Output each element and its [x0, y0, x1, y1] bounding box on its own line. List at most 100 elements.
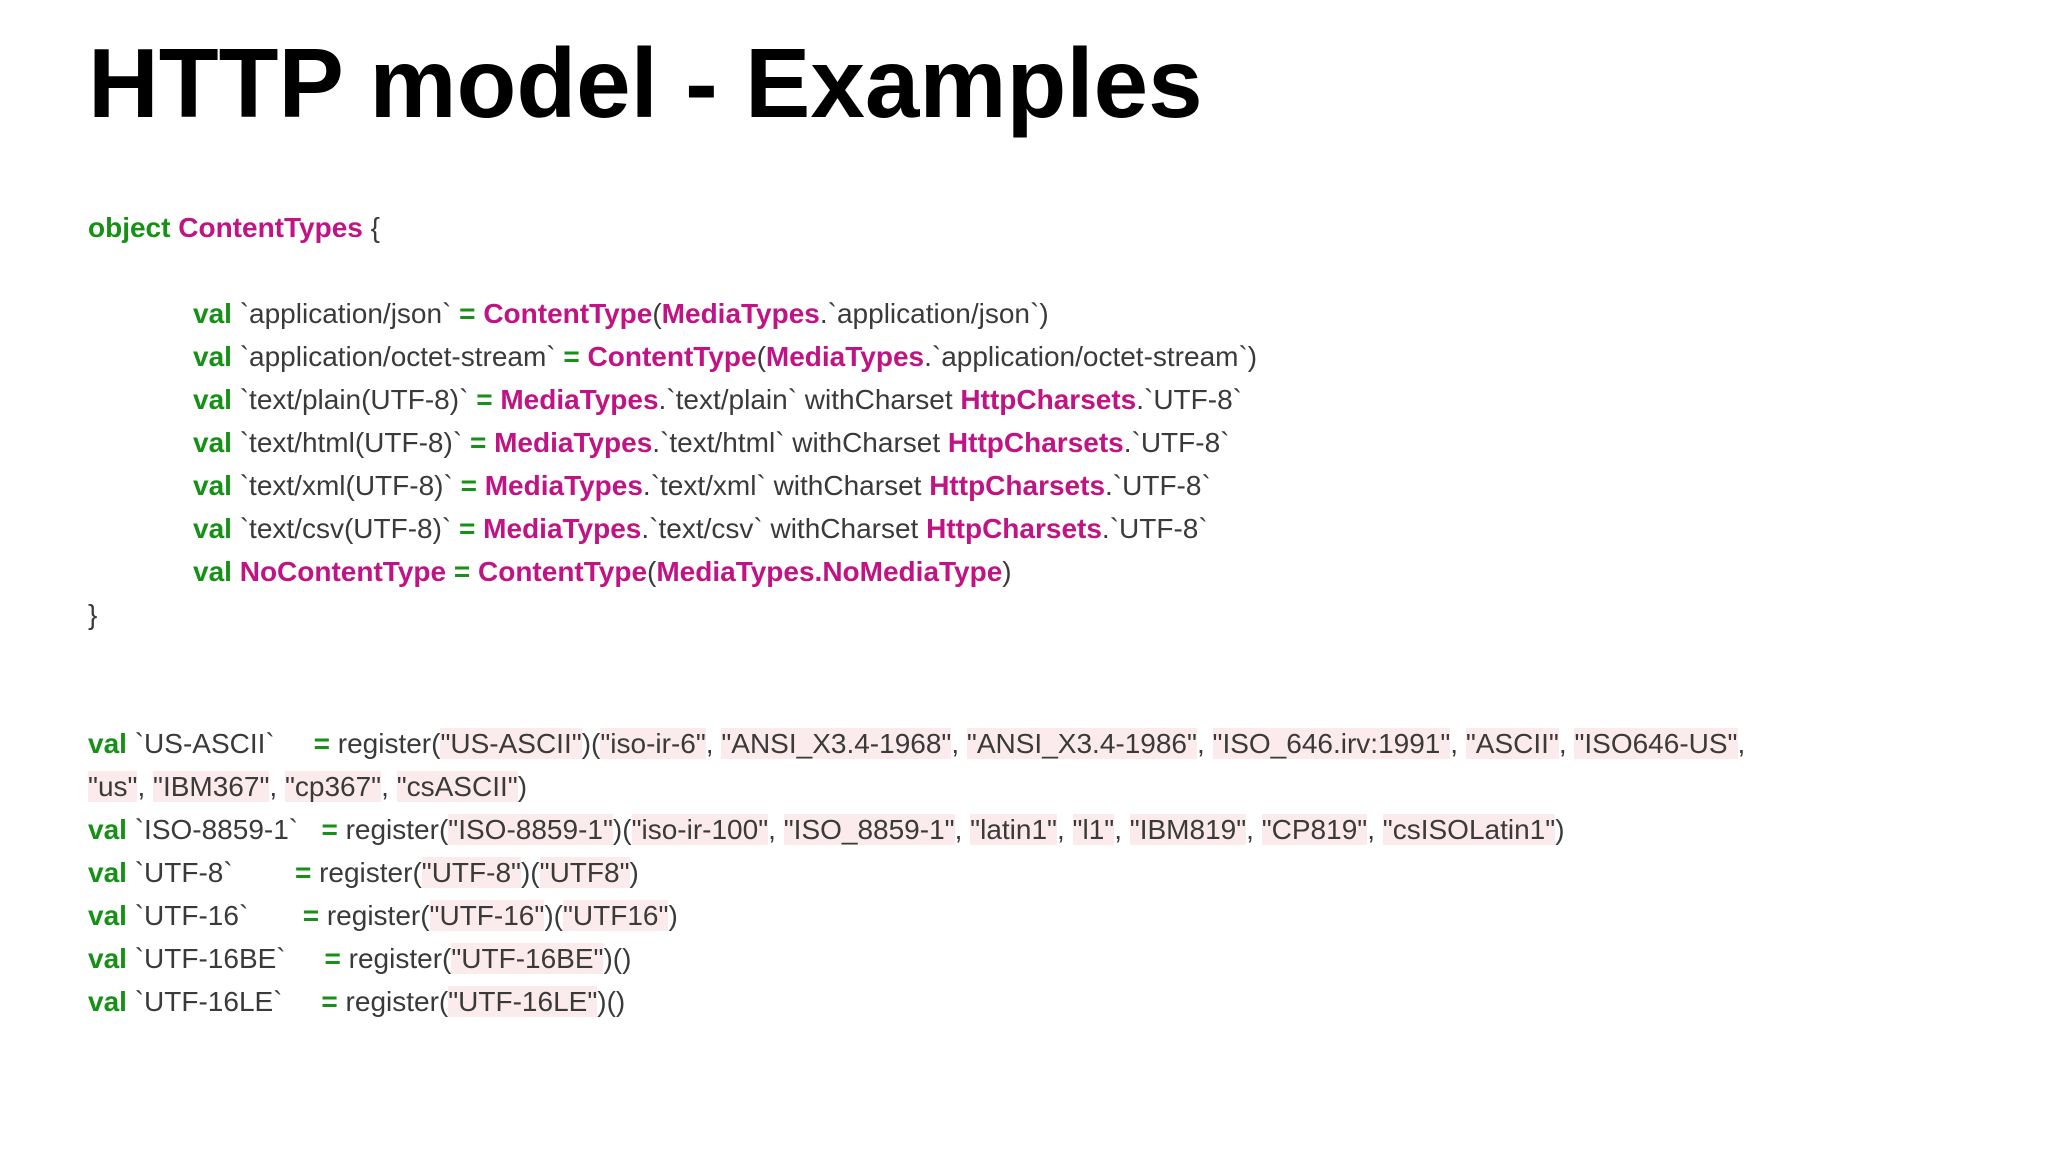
code-token-str: "ANSI_X3.4-1968" — [721, 728, 952, 759]
code-token-plain: `UTF-16LE` — [126, 986, 322, 1017]
code-token-str: "IBM367" — [153, 771, 270, 802]
code-token-plain: , — [1558, 728, 1575, 759]
code-token-plain: `UTF-16` — [126, 900, 303, 931]
code-token-type: MediaTypes.NoMediaType — [656, 556, 1003, 587]
code-token-plain: `text/html(UTF-8)` — [231, 427, 470, 458]
code-line: val `UTF-16BE` = register("UTF-16BE")() — [88, 937, 1998, 980]
code-token-kw: = — [313, 728, 330, 759]
code-token-str: "ISO-8859-1" — [448, 814, 613, 845]
code-token-str: "csISOLatin1" — [1382, 814, 1556, 845]
code-token-plain: , — [1450, 728, 1466, 759]
code-line: object ContentTypes { — [88, 206, 1998, 249]
code-token-type: HttpCharsets — [947, 427, 1124, 458]
code-token-type: MediaTypes — [483, 513, 642, 544]
code-token-plain: register( — [337, 814, 449, 845]
slide-title: HTTP model - Examples — [88, 28, 1203, 138]
code-line: val `application/json` = ContentType(Med… — [88, 292, 1998, 335]
code-token-kw: val — [88, 986, 127, 1017]
code-token-kw: = — [563, 341, 580, 372]
code-token-str: "UTF-16" — [429, 900, 545, 931]
code-token-type: ContentType — [587, 341, 757, 372]
code-token-plain: `text/xml(UTF-8)` — [231, 470, 461, 501]
code-token-kw: val — [193, 298, 232, 329]
code-token-kw: = — [453, 556, 471, 587]
code-token-plain: )( — [612, 814, 632, 845]
code-token-kw: = — [460, 470, 477, 501]
code-token-kw: val — [88, 814, 127, 845]
code-token-plain: { — [362, 212, 380, 243]
code-token-plain: , — [954, 814, 971, 845]
code-token-plain: .`application/octet-stream`) — [924, 341, 1258, 372]
code-token-type: ContentType — [483, 298, 653, 329]
code-token-type: MediaTypes — [661, 298, 820, 329]
code-token-str: "ASCII" — [1465, 728, 1559, 759]
code-token-str: "UTF-8" — [421, 857, 521, 888]
code-token-kw: = — [469, 427, 487, 458]
code-token-str: "l1" — [1072, 814, 1115, 845]
code-token-str: "UTF-16BE" — [451, 943, 604, 974]
code-line: val `UTF-8` = register("UTF-8")("UTF8") — [88, 851, 1998, 894]
code-token-plain — [470, 556, 478, 587]
code-token-plain: register( — [319, 900, 430, 931]
code-block-charset-registrations: val `US-ASCII` = register("US-ASCII")("i… — [88, 722, 1998, 1023]
code-token-plain: `application/octet-stream` — [231, 341, 564, 372]
code-token-str: "ISO_8859-1" — [783, 814, 955, 845]
code-line: val `text/html(UTF-8)` = MediaTypes.`tex… — [88, 421, 1998, 464]
code-token-kw: val — [88, 900, 127, 931]
code-token-plain: , — [1114, 814, 1130, 845]
code-token-str: "iso-ir-6" — [600, 728, 706, 759]
code-token-kw: = — [321, 986, 338, 1017]
code-token-str: "UTF-16LE" — [448, 986, 598, 1017]
code-token-kw: = — [302, 900, 320, 931]
code-token-kw: = — [459, 298, 476, 329]
code-token-plain: register( — [329, 728, 441, 759]
code-token-str: "latin1" — [970, 814, 1057, 845]
code-token-type: MediaTypes — [500, 384, 659, 415]
code-token-kw: val — [193, 427, 232, 458]
code-token-plain: .`UTF-8` — [1101, 513, 1208, 544]
code-token-plain: ) — [517, 771, 528, 802]
code-token-plain — [477, 470, 485, 501]
code-token-plain: , — [269, 771, 285, 802]
code-token-plain: register( — [340, 943, 452, 974]
code-line: val `application/octet-stream` = Content… — [88, 335, 1998, 378]
code-token-plain — [486, 427, 494, 458]
code-token-kw: val — [193, 341, 232, 372]
code-token-plain: )( — [581, 728, 601, 759]
code-token-plain: `ISO-8859-1` — [126, 814, 322, 845]
code-token-plain: `UTF-16BE` — [126, 943, 325, 974]
code-token-type: ContentTypes — [178, 212, 363, 243]
code-token-plain: , — [137, 771, 154, 802]
code-token-kw: = — [324, 943, 341, 974]
code-line: val NoContentType = ContentType(MediaTyp… — [88, 550, 1998, 593]
code-token-plain: .`text/xml` withCharset — [642, 470, 930, 501]
code-token-kw: = — [476, 384, 493, 415]
code-line: val `text/xml(UTF-8)` = MediaTypes.`text… — [88, 464, 1998, 507]
code-token-plain: ( — [652, 298, 662, 329]
code-token-plain: .`application/json`) — [819, 298, 1049, 329]
code-token-kw: = — [294, 857, 312, 888]
code-token-plain — [446, 556, 454, 587]
code-token-str: "csASCII" — [396, 771, 518, 802]
code-token-plain: , — [1737, 728, 1746, 759]
code-token-str: "CP819" — [1261, 814, 1368, 845]
code-token-str: "UTF8" — [539, 857, 630, 888]
code-token-plain: ( — [756, 341, 766, 372]
code-token-type: HttpCharsets — [929, 470, 1106, 501]
code-token-type: ContentType — [478, 556, 648, 587]
code-token-type: MediaTypes — [484, 470, 643, 501]
code-token-plain: ) — [629, 857, 639, 888]
code-token-plain: , — [1056, 814, 1073, 845]
code-token-type: MediaTypes — [765, 341, 925, 372]
code-line: val `UTF-16LE` = register("UTF-16LE")() — [88, 980, 1998, 1023]
code-token-plain: register( — [311, 857, 422, 888]
code-token-plain: ( — [647, 556, 657, 587]
code-token-plain: ) — [1002, 556, 1012, 587]
code-token-plain: .`text/plain` withCharset — [658, 384, 961, 415]
code-block-content-types: object ContentTypes { val `application/js… — [88, 206, 1998, 636]
code-line: val `US-ASCII` = register("US-ASCII")("i… — [88, 722, 1998, 765]
code-token-kw: val — [88, 728, 127, 759]
code-line: val `text/plain(UTF-8)` = MediaTypes.`te… — [88, 378, 1998, 421]
code-token-str: "US-ASCII" — [440, 728, 582, 759]
